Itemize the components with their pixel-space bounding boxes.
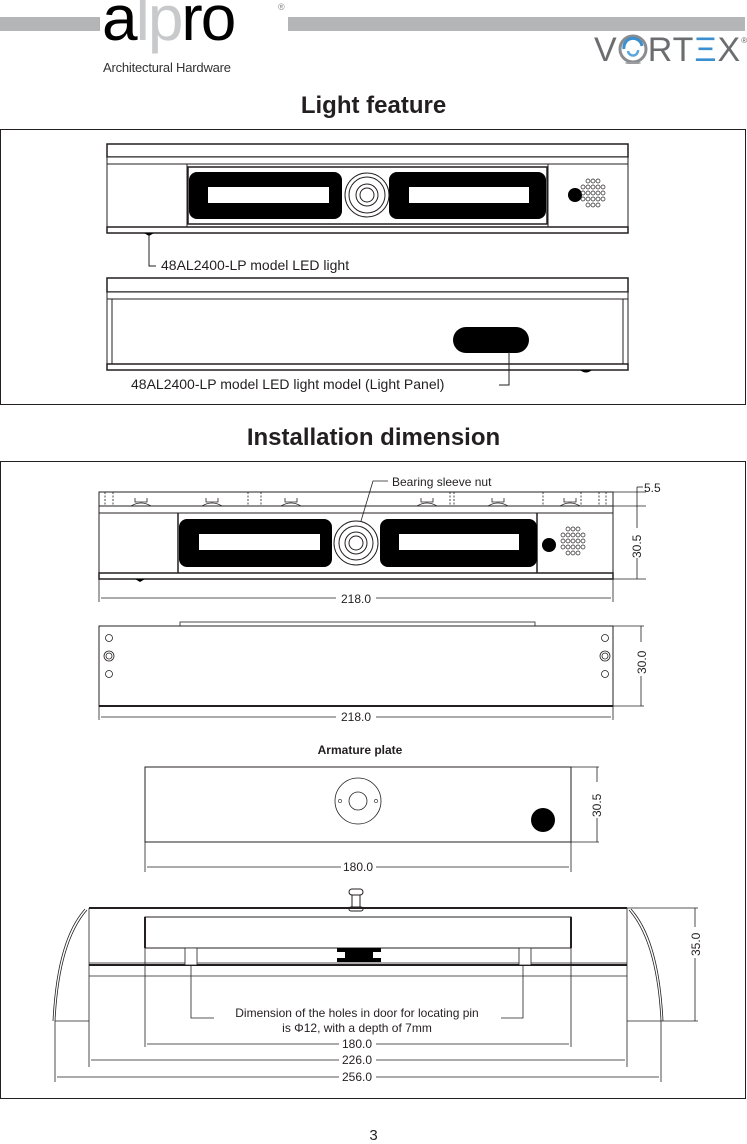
page-number: 3 — [369, 1127, 378, 1144]
dim-outer-256: 256.0 — [342, 1070, 372, 1084]
led-light-callout: 48AL2400-LP model LED light — [161, 257, 349, 273]
vortex-swirl-icon — [618, 34, 648, 65]
armature-plate-view — [144, 766, 599, 872]
header-bar-right — [288, 17, 745, 31]
dim-top-5-5: 5.5 — [644, 481, 661, 495]
front-view — [98, 480, 646, 602]
dim-height-35: 35.0 — [689, 932, 703, 956]
dim-width-218-bottom: 218.0 — [341, 710, 371, 724]
light-panel-view — [106, 277, 629, 386]
bottom-view — [98, 621, 644, 720]
dim-mid-226: 226.0 — [342, 1053, 372, 1067]
bearing-sleeve-nut-callout: Bearing sleeve nut — [392, 475, 492, 489]
installation-dimension-title: Installation dimension — [246, 424, 501, 451]
dim-height-30-5: 30.5 — [630, 534, 644, 558]
installation-dimension-panel: Bearing sleeve nut 5.5 30.5 218.0 30.0 2… — [0, 461, 746, 1099]
vortex-letter-x: X — [717, 31, 742, 69]
registered-mark: ® — [278, 2, 285, 12]
lock-body-front — [106, 143, 629, 267]
vortex-letters-rt: RT — [647, 31, 695, 69]
vortex-registered: ® — [741, 36, 747, 45]
armature-plate-title: Armature plate — [318, 743, 403, 757]
locating-pin-note-line-2: is Φ12, with a depth of 7mm — [282, 1021, 432, 1035]
dim-inner-180: 180.0 — [342, 1037, 372, 1051]
light-feature-panel: 48AL2400-LP model LED light 48AL2400-LP … — [0, 129, 746, 405]
dim-height-armature-30-5: 30.5 — [590, 793, 604, 817]
dim-height-30-0: 30.0 — [635, 650, 649, 674]
alpro-logo: alpro ® Architectural Hardware — [100, 0, 295, 78]
header-bar-left — [0, 17, 100, 31]
vortex-letter-e: Ξ — [694, 31, 718, 69]
alpro-wordmark: alpro — [102, 0, 236, 54]
vortex-letter-v: V — [594, 31, 618, 69]
light-panel-callout: 48AL2400-LP model LED light model (Light… — [131, 376, 444, 392]
dim-width-armature-180: 180.0 — [343, 860, 373, 874]
light-feature-title: Light feature — [300, 92, 447, 119]
vortex-logo: V RTΞX® — [594, 33, 747, 67]
alpro-tagline: Architectural Hardware — [103, 60, 231, 75]
installation-drawing: Bearing sleeve nut 5.5 30.5 218.0 30.0 2… — [52, 475, 703, 1084]
locating-pin-note-line-1: Dimension of the holes in door for locat… — [235, 1006, 478, 1020]
side-view — [52, 888, 698, 1082]
light-feature-drawing: 48AL2400-LP model LED light 48AL2400-LP … — [106, 143, 629, 392]
dim-width-218: 218.0 — [341, 592, 371, 606]
